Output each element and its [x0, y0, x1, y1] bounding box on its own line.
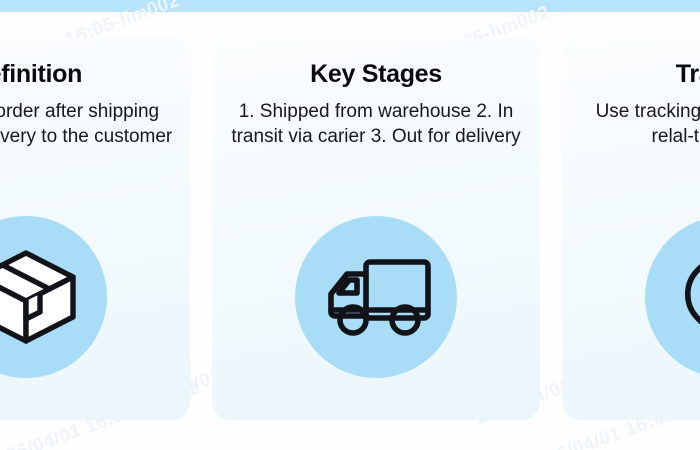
delivery-truck-icon — [319, 254, 433, 340]
card-title: Definition — [0, 60, 83, 88]
card-body-text: Use tracking number to montor relal-time… — [595, 101, 700, 148]
card-title: Key Stages — [310, 60, 442, 88]
top-accent-bar — [0, 0, 700, 12]
icon-circle-key-stages — [295, 216, 457, 378]
card-body-text: 1. Shipped from warehouse 2. In transit … — [231, 101, 521, 148]
card-key-stages[interactable]: Key Stages 1. Shipped from warehouse 2. … — [212, 38, 540, 420]
card-row: Definition Stage of an order after shipp… — [0, 38, 700, 420]
card-body-text: Stage of an order after shipping but bef… — [0, 101, 173, 148]
icon-circle-definition — [0, 216, 107, 378]
card-tracking[interactable]: Tracking Use tracking number to montor r… — [562, 38, 700, 420]
icon-circle-tracking — [645, 216, 700, 378]
magnifier-tracking-icon — [671, 242, 700, 352]
package-box-icon — [0, 247, 78, 347]
card-definition[interactable]: Definition Stage of an order after shipp… — [0, 38, 190, 420]
card-title: Tracking — [675, 60, 700, 88]
